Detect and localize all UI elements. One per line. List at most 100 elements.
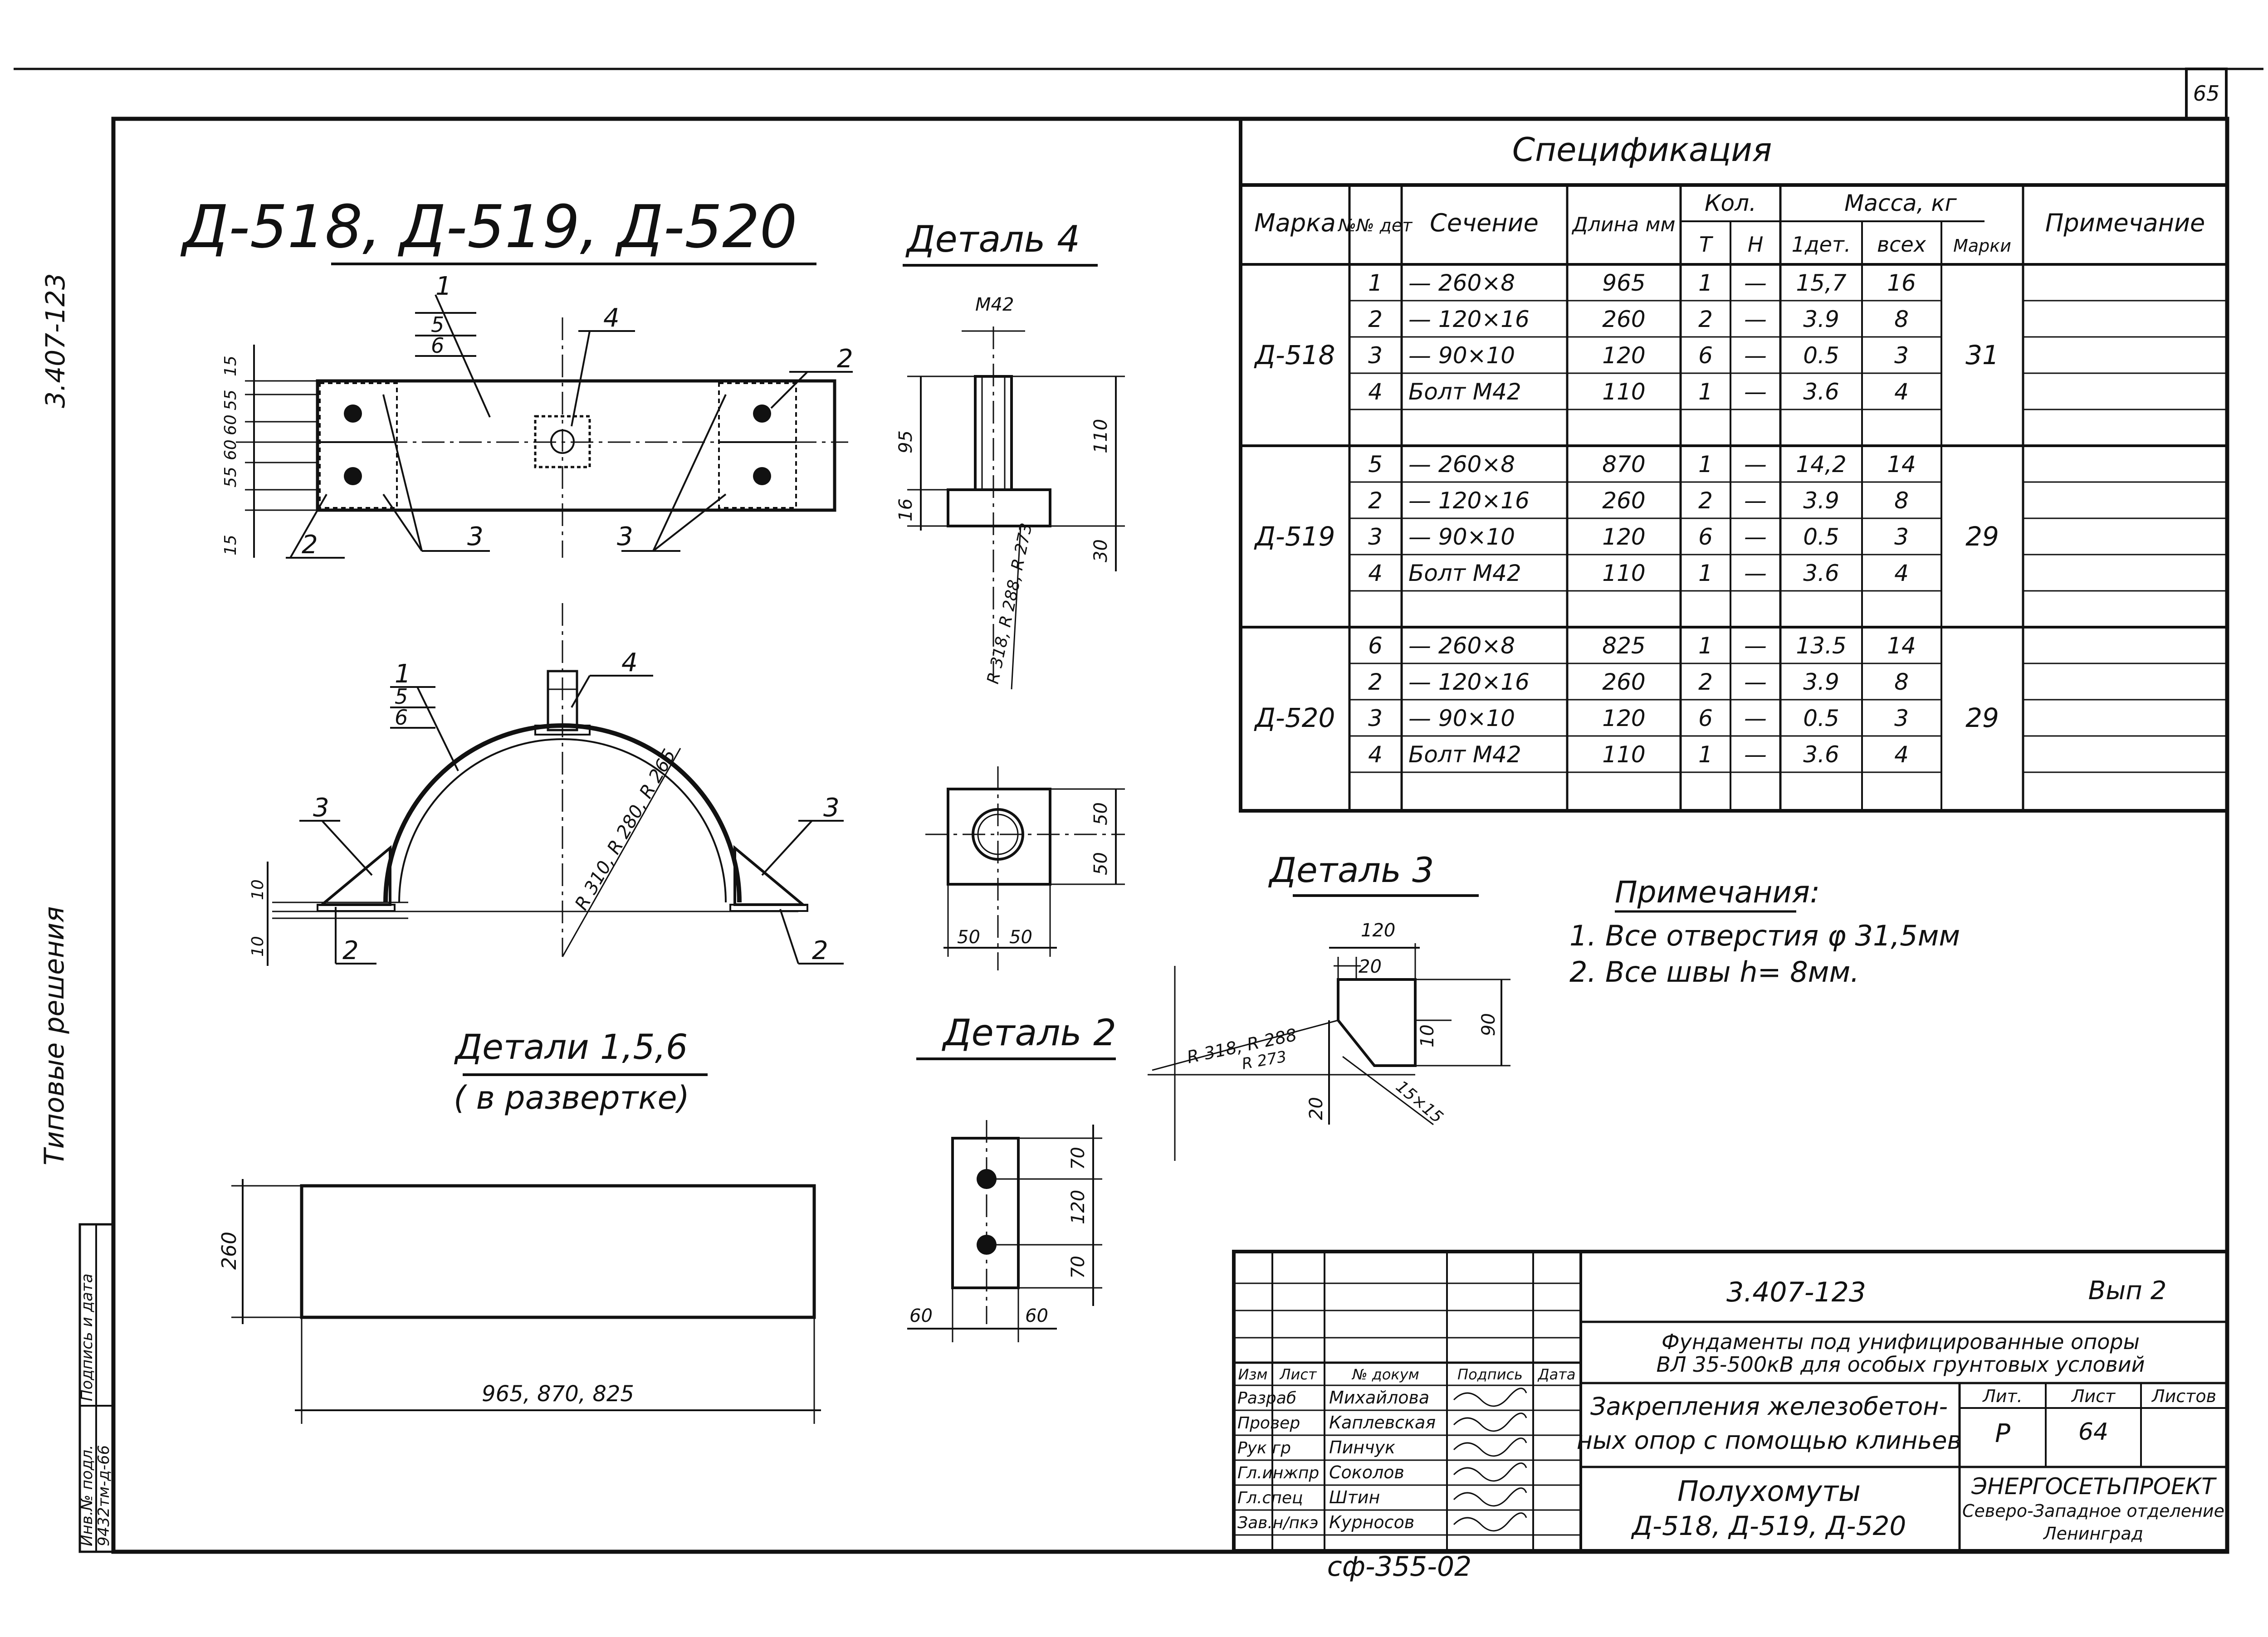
spec-cell-n: —: [1744, 451, 1767, 477]
spec-cell-mall: 4: [1894, 741, 1909, 768]
plan-dim: 60: [221, 439, 240, 460]
spec-cell-n: —: [1744, 379, 1767, 405]
spec-cell-mall: 16: [1887, 270, 1916, 296]
spec-cell-n: —: [1744, 669, 1767, 695]
detail2-dim: 70: [1068, 1147, 1089, 1170]
tb-subject-line1: Закрепления железобетон-: [1590, 1392, 1948, 1421]
plan-label-3-left: 3: [467, 522, 484, 551]
details156-title: Детали 1,5,6: [454, 1027, 688, 1067]
spec-cell-num: 4: [1368, 560, 1383, 586]
tb-person-name: Михайлова: [1329, 1388, 1429, 1408]
detail4-plate-dim: 50: [957, 927, 980, 948]
spec-cell-section: — 260×8: [1408, 633, 1515, 659]
spec-cell-t: 6: [1698, 705, 1713, 731]
tb-org-line2: Северо-Западное отделение: [1962, 1501, 2224, 1521]
arc-label-2-right: 2: [812, 936, 828, 965]
spec-cell-n: —: [1744, 306, 1767, 332]
plan-label-1: 1: [435, 272, 452, 301]
tb-org-line3: Ленинград: [2043, 1524, 2143, 1544]
spec-cell-n: —: [1744, 487, 1767, 514]
spec-cell-num: 5: [1368, 451, 1383, 477]
tb-subject-line2: ных опор с помощью клиньев: [1577, 1426, 1962, 1455]
notes-title: Примечания:: [1615, 875, 1820, 910]
spec-header-qty: Кол.: [1705, 190, 1756, 216]
page-number: 65: [2193, 81, 2220, 106]
tb-sheet-header: Лист: [2071, 1386, 2116, 1406]
spec-cell-m1: 3.6: [1803, 741, 1839, 768]
arc-label-1: 1: [395, 659, 411, 689]
tb-role: Гл.спец: [1237, 1489, 1303, 1507]
spec-cell-num: 6: [1368, 633, 1383, 659]
spec-cell-length: 110: [1602, 560, 1645, 586]
tb-signature-mark: [1453, 1413, 1527, 1432]
tb-signature-mark: [1453, 1437, 1527, 1457]
arc-label-5: 5: [395, 684, 408, 709]
spec-cell-length: 260: [1602, 306, 1645, 332]
spec-cell-m1: 13.5: [1796, 633, 1846, 659]
spec-cell-t: 1: [1698, 741, 1713, 768]
side-label-inv: Инв.№ подл.: [78, 1445, 96, 1546]
spec-cell-mall: 3: [1894, 705, 1909, 731]
spec-mark-total: 31: [1965, 340, 1999, 370]
spec-cell-num: 2: [1368, 669, 1383, 695]
tb-person-name: Штин: [1329, 1487, 1380, 1507]
plan-label-6: 6: [431, 333, 444, 358]
detail-4: Деталь 4 М42 95 110 16 30 R 318, R 288, …: [895, 218, 1125, 970]
spec-cell-section: Болт М42: [1408, 560, 1521, 586]
notes: Примечания: 1. Все отверстия φ 31,5мм 2.…: [1569, 875, 1960, 989]
spec-cell-t: 2: [1698, 306, 1713, 332]
arc-label-6: 6: [395, 705, 408, 730]
tb-signature-mark: [1453, 1462, 1527, 1482]
detail3-title: Деталь 3: [1268, 850, 1434, 890]
tb-org-line1: ЭНЕРГОСЕТЬПРОЕКТ: [1971, 1473, 2217, 1500]
detail2-dim: 60: [1025, 1306, 1048, 1326]
detail2-title: Деталь 2: [942, 1012, 1116, 1054]
detail3-dim: 20: [1306, 1097, 1327, 1120]
plan-label-4: 4: [603, 303, 620, 333]
note-item: 2. Все швы h= 8мм.: [1569, 955, 1859, 989]
tb-drawing-line1: Полухомуты: [1677, 1475, 1861, 1508]
tb-project-line1: Фундаменты под унифицированные опоры: [1662, 1330, 2140, 1354]
plan-label-2-left: 2: [302, 530, 318, 560]
arc-dim: 10: [249, 936, 267, 957]
detail4-dim: 110: [1090, 419, 1111, 453]
spec-cell-m1: 3.9: [1803, 669, 1839, 695]
detail4-plate-dim: 50: [1009, 927, 1032, 948]
spec-cell-num: 1: [1368, 270, 1383, 296]
tb-sheet: 64: [2078, 1418, 2108, 1446]
spec-cell-section: Болт М42: [1408, 379, 1521, 405]
spec-cell-mall: 3: [1894, 342, 1909, 369]
spec-cell-num: 3: [1368, 524, 1383, 550]
spec-mark-total: 29: [1965, 702, 1999, 733]
tb-sheets-header: Листов: [2151, 1386, 2216, 1406]
spec-cell-t: 2: [1698, 487, 1713, 514]
spec-cell-num: 2: [1368, 306, 1383, 332]
spec-cell-t: 1: [1698, 633, 1713, 659]
tb-person-name: Пинчук: [1329, 1437, 1395, 1457]
spec-cell-section: — 260×8: [1408, 451, 1515, 477]
detail3-dim: 90: [1478, 1013, 1499, 1036]
spec-cell-n: —: [1744, 705, 1767, 731]
tb-signature-mark: [1453, 1487, 1527, 1507]
plan-dim: 60: [221, 414, 240, 435]
spec-cell-length: 260: [1602, 487, 1645, 514]
spec-cell-mall: 14: [1887, 451, 1916, 477]
detail3-dim: 120: [1361, 920, 1395, 941]
spec-cell-section: — 120×16: [1408, 669, 1530, 695]
spec-cell-mall: 3: [1894, 524, 1909, 550]
details-156: Детали 1,5,6 ( в развертке) 260 965, 870…: [218, 1027, 821, 1424]
spec-cell-section: — 90×10: [1408, 524, 1515, 550]
detail2-dim: 70: [1068, 1256, 1089, 1279]
spec-cell-m1: 0.5: [1803, 524, 1839, 550]
detail-3: Деталь 3 120 20 10 90 20 15×15 R 318, R …: [1148, 850, 1510, 1161]
detail4-dim: 95: [895, 430, 916, 453]
plan-dim: 55: [221, 390, 240, 410]
spec-header-section: Сечение: [1430, 209, 1539, 237]
tb-header: Дата: [1537, 1366, 1576, 1383]
detail3-dim: 15×15: [1392, 1077, 1447, 1127]
spec-header-mark: Марка: [1254, 209, 1336, 237]
tb-role: Провер: [1237, 1414, 1300, 1432]
tb-signature-mark: [1453, 1388, 1527, 1407]
